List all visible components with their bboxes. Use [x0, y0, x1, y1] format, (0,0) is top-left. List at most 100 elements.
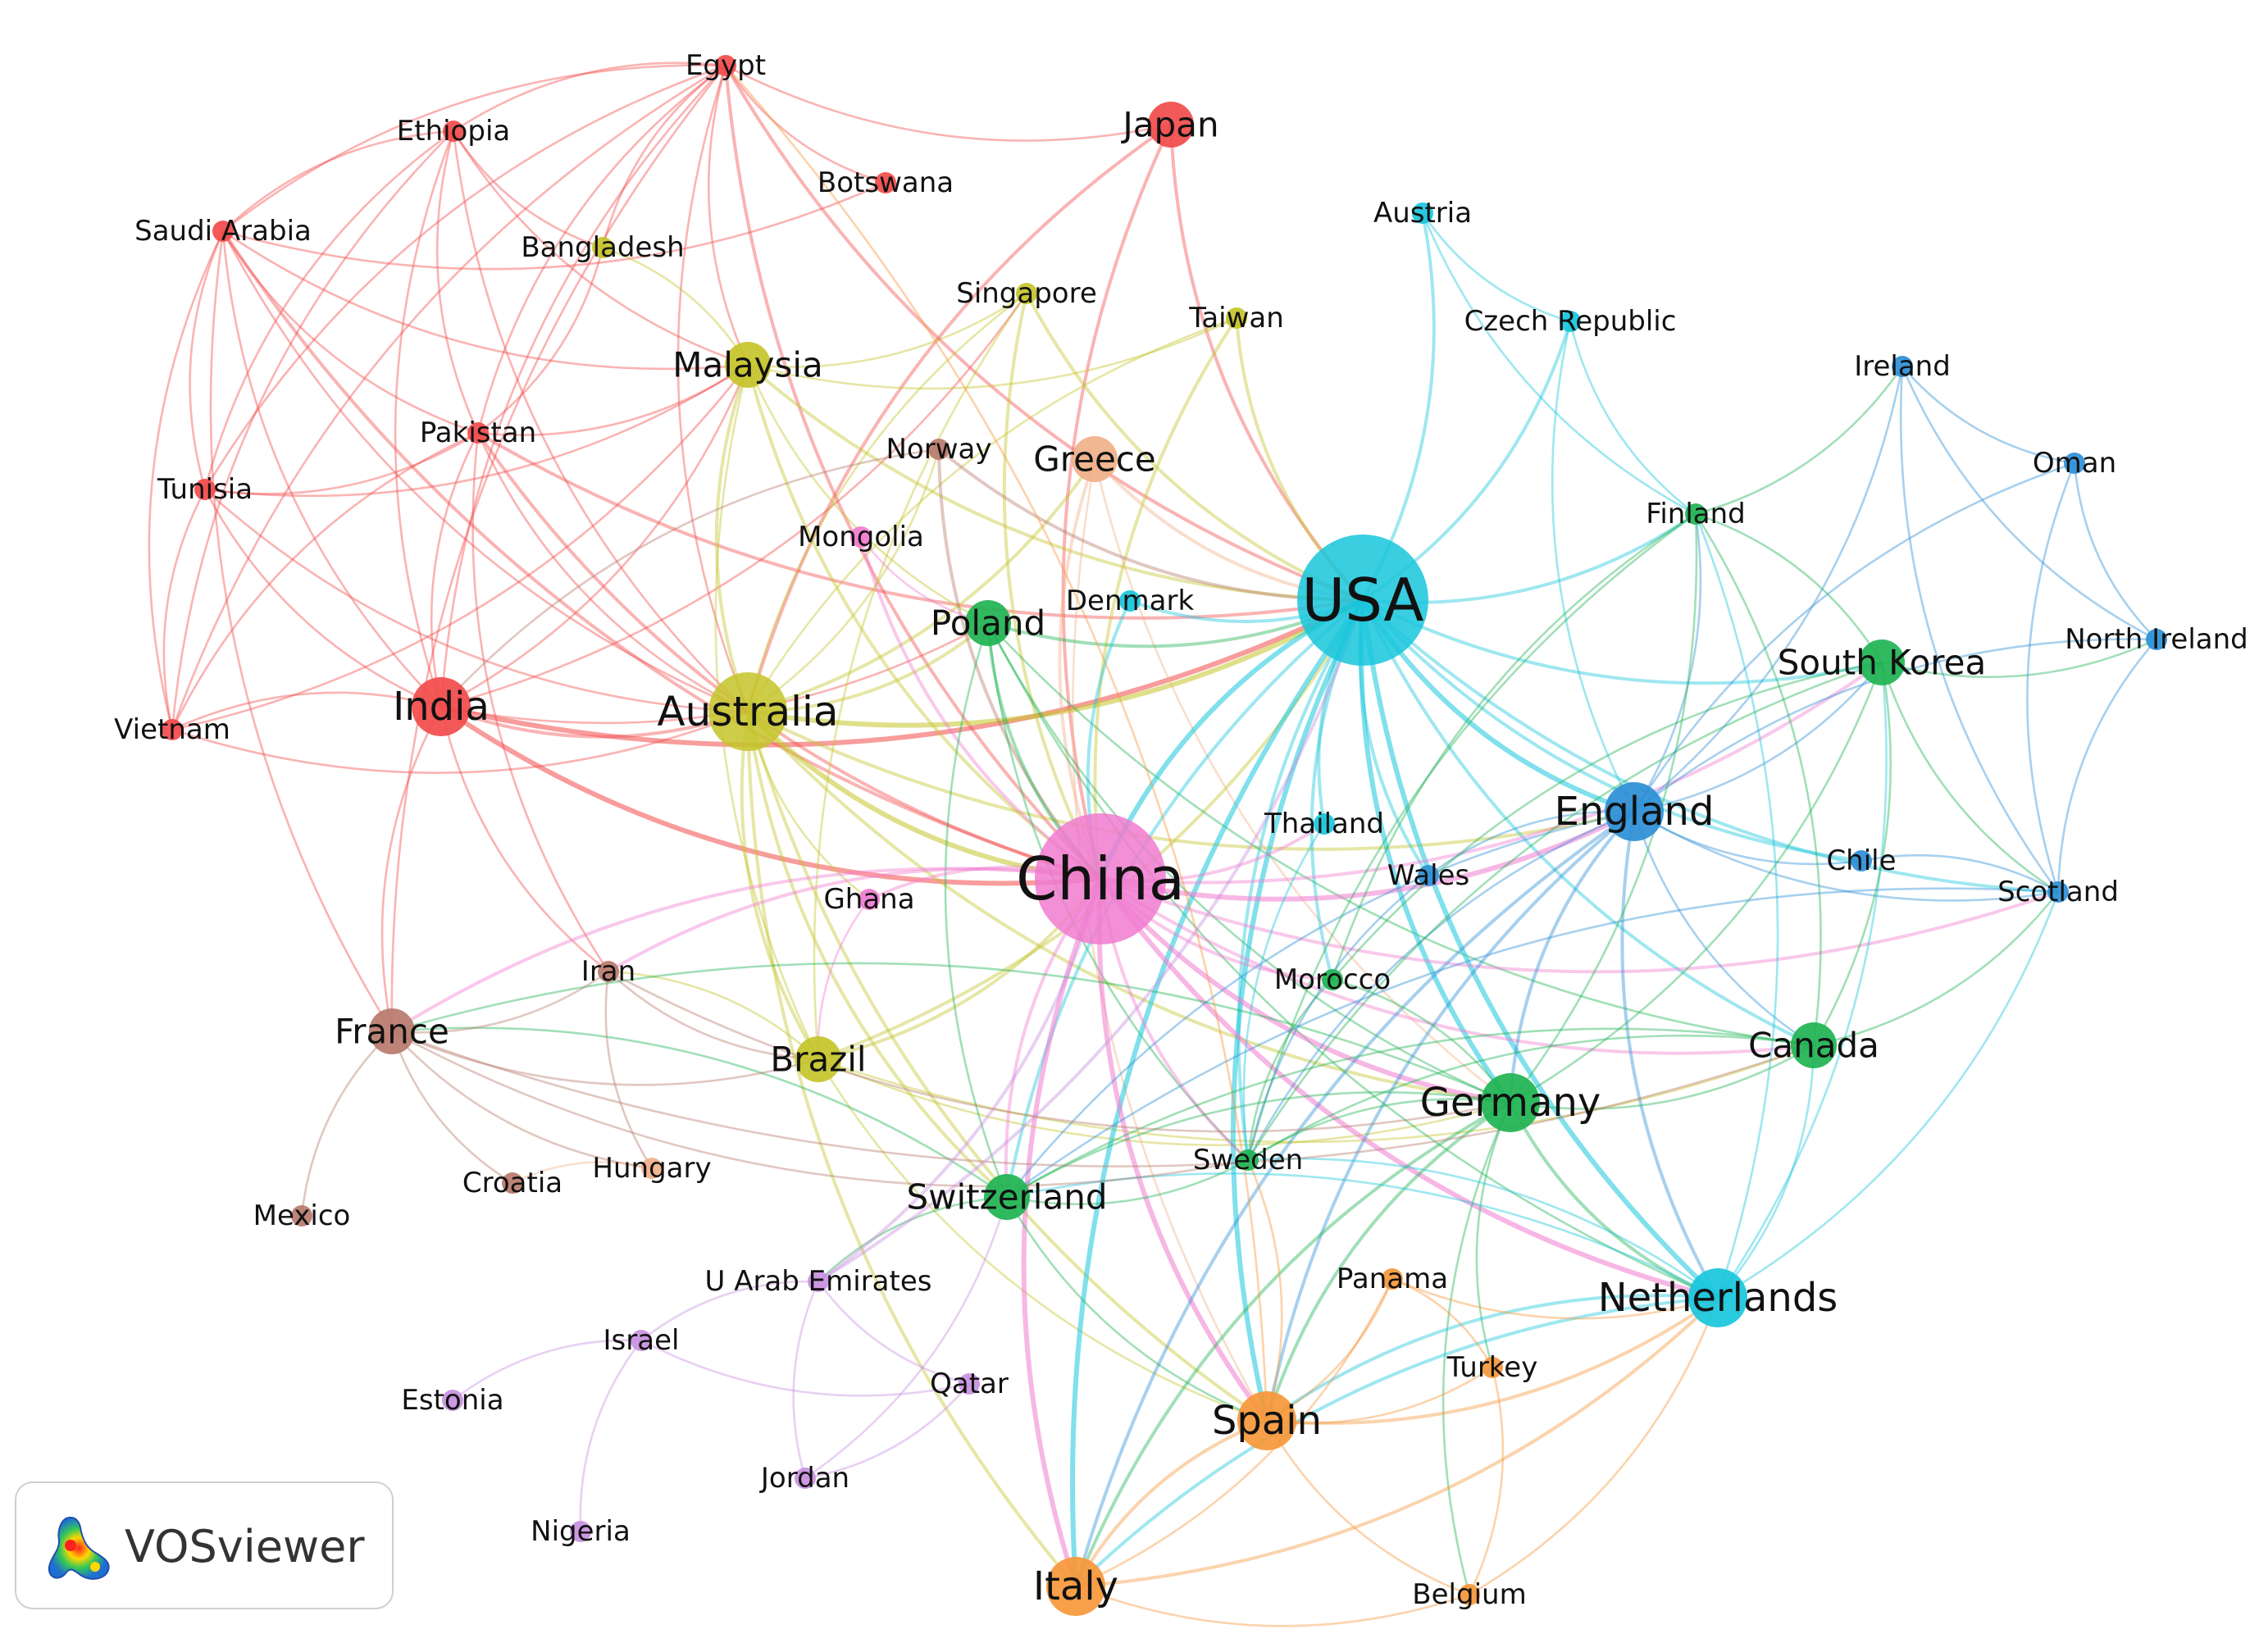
node-denmark[interactable] [1119, 590, 1141, 612]
edge-finland-morocco [1331, 512, 1697, 981]
edge-usa-italy [1070, 598, 1365, 1587]
edge-south-korea-scotland [1880, 662, 2059, 894]
edge-ethiopia-pakistan [435, 130, 480, 434]
edge-egypt-ethiopia [453, 61, 726, 133]
edge-china-netherlands [1098, 877, 1719, 1300]
node-hungary[interactable] [641, 1158, 663, 1179]
node-south-korea[interactable] [1859, 639, 1905, 685]
edge-israel-qatar [640, 1339, 970, 1397]
node-qatar[interactable] [959, 1373, 980, 1395]
node-label-mexico: Mexico [253, 1199, 351, 1232]
node-estonia[interactable] [442, 1390, 463, 1411]
edge-pakistan-india [430, 432, 480, 708]
node-netherlands[interactable] [1688, 1268, 1747, 1327]
node-england[interactable] [1605, 782, 1664, 841]
edge-pakistan-vietnam [171, 431, 479, 730]
node-finland[interactable] [1685, 503, 1706, 525]
node-ghana[interactable] [859, 889, 880, 910]
edge-egypt-usa [724, 64, 1364, 602]
edge-egypt-india [440, 65, 726, 708]
node-czech-republic[interactable] [1560, 311, 1581, 332]
node-tunisia[interactable] [194, 479, 216, 500]
node-bangladesh[interactable] [592, 237, 613, 258]
edge-india-singapore [440, 293, 1028, 708]
edge-egypt-saudi-arabia [222, 64, 726, 233]
edge-switzerland-france [391, 1026, 1008, 1199]
node-belgium[interactable] [1459, 1584, 1480, 1605]
node-taiwan[interactable] [1226, 307, 1247, 329]
node-poland[interactable] [965, 600, 1011, 646]
node-mongolia[interactable] [850, 526, 872, 548]
node-australia[interactable] [708, 672, 787, 751]
edge-egypt-botswana [724, 65, 886, 184]
node-egypt[interactable] [715, 55, 736, 76]
edge-canada-finland [1694, 513, 1822, 1046]
edge-england-sweden [1246, 810, 1635, 1161]
edge-scotland-switzerland [1006, 887, 2059, 1199]
node-austria[interactable] [1412, 203, 1433, 224]
node-pakistan[interactable] [467, 422, 489, 444]
node-sweden[interactable] [1237, 1149, 1259, 1171]
edge-tunisia-pakistan [204, 431, 479, 495]
edge-spain-italy [1074, 1419, 1268, 1587]
node-spain[interactable] [1237, 1391, 1296, 1450]
node-ireland[interactable] [1892, 356, 1913, 377]
edge-spain-belgium [1265, 1420, 1470, 1596]
edge-australia-germany [746, 710, 1511, 1104]
node-morocco[interactable] [1322, 969, 1343, 990]
node-mexico[interactable] [291, 1205, 312, 1226]
edge-india-china [440, 704, 1101, 886]
labels-layer: ChinaUSAAustraliaEnglandGermanyIndiaSpai… [114, 49, 2248, 1611]
node-japan[interactable] [1148, 102, 1194, 148]
edge-south-korea-sweden [1246, 661, 1883, 1161]
node-jordan[interactable] [795, 1468, 816, 1489]
node-singapore[interactable] [1016, 283, 1037, 304]
node-france[interactable] [369, 1008, 415, 1054]
node-turkey[interactable] [1482, 1357, 1503, 1378]
node-usa[interactable] [1297, 535, 1428, 666]
node-scotland[interactable] [2047, 881, 2069, 903]
node-label-switzerland: Switzerland [907, 1177, 1108, 1217]
node-panama[interactable] [1382, 1268, 1403, 1290]
edge-south-korea-north-ireland [1881, 638, 2157, 679]
node-u-arab-emirates[interactable] [808, 1271, 829, 1292]
edge-egypt-tunisia [203, 64, 726, 490]
node-nigeria[interactable] [570, 1521, 591, 1542]
node-israel[interactable] [631, 1330, 652, 1351]
node-malaysia[interactable] [725, 342, 771, 388]
node-label-thailand: Thailand [1264, 808, 1384, 840]
node-croatia[interactable] [502, 1172, 523, 1194]
node-north-ireland[interactable] [2146, 629, 2167, 650]
node-italy[interactable] [1046, 1557, 1105, 1616]
node-switzerland[interactable] [984, 1174, 1030, 1220]
node-botswana[interactable] [875, 172, 896, 193]
node-oman[interactable] [2064, 453, 2085, 474]
node-canada[interactable] [1791, 1022, 1837, 1068]
node-chile[interactable] [1851, 850, 1872, 872]
node-wales[interactable] [1418, 865, 1439, 886]
node-germany[interactable] [1481, 1073, 1540, 1132]
edge-singapore-australia [746, 292, 1027, 712]
edge-u-arab-emirates-israel [640, 1280, 819, 1342]
node-iran[interactable] [598, 961, 619, 982]
edge-north-ireland-scotland [2056, 639, 2157, 893]
node-greece[interactable] [1072, 436, 1118, 482]
node-brazil[interactable] [795, 1036, 841, 1082]
node-vietnam[interactable] [162, 719, 183, 740]
edge-israel-nigeria [579, 1340, 643, 1532]
edge-egypt-vietnam [171, 64, 726, 730]
edge-norway-india [440, 448, 940, 708]
edge-u-arab-emirates-qatar [817, 1281, 970, 1386]
edge-pakistan-iran [471, 432, 610, 972]
node-india[interactable] [412, 677, 471, 736]
node-thailand[interactable] [1314, 813, 1335, 835]
node-norway[interactable] [928, 439, 950, 460]
node-saudi-arabia[interactable] [212, 221, 234, 242]
edge-germany-netherlands [1509, 1102, 1719, 1299]
node-label-belgium: Belgium [1412, 1578, 1526, 1611]
edge-malaysia-usa [746, 363, 1364, 602]
node-china[interactable] [1035, 813, 1166, 944]
edge-poland-switzerland [944, 622, 1009, 1198]
node-ethiopia[interactable] [443, 121, 464, 142]
